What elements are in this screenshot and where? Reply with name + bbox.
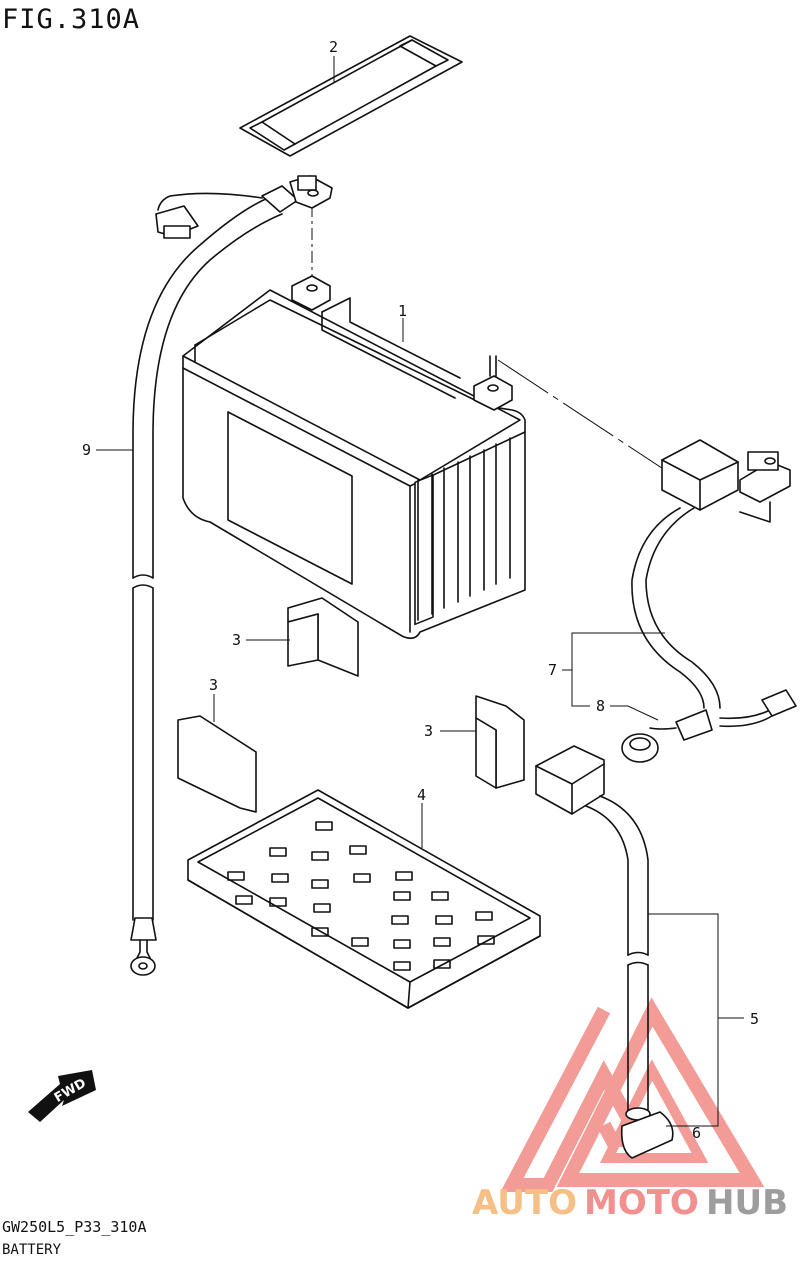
callout-1: 1 <box>398 302 407 320</box>
positive-cable <box>621 439 797 763</box>
watermark-triangle-right <box>556 997 765 1187</box>
callout-6: 6 <box>692 1124 701 1142</box>
callout-3-left: 3 <box>209 676 218 694</box>
spacer-pad-right <box>475 695 525 789</box>
callout-3-upper: 3 <box>232 631 241 649</box>
negative-cable <box>130 175 333 976</box>
battery-band <box>239 35 463 157</box>
callout-leaders <box>96 56 744 1127</box>
watermark-hub: HUB <box>706 1183 788 1223</box>
fwd-arrow: FWD <box>28 1070 96 1122</box>
battery <box>182 275 526 640</box>
watermark-moto: MOTO <box>584 1183 699 1223</box>
tray-slots <box>227 821 495 971</box>
callout-4: 4 <box>417 786 426 804</box>
spacer-pad-upper <box>287 597 359 677</box>
battery-tray <box>187 789 541 1009</box>
lower-cable <box>535 745 674 1159</box>
spacer-pad-left <box>177 715 257 813</box>
callout-numbers: 1 2 3 3 3 4 5 6 7 8 9 <box>82 38 759 1142</box>
callout-2: 2 <box>329 38 338 56</box>
figure-label: FIG.310A <box>2 4 141 35</box>
callout-9: 9 <box>82 441 91 459</box>
callout-8: 8 <box>596 697 605 715</box>
callout-3-right: 3 <box>424 722 433 740</box>
watermark-text: AUTO MOTO HUB <box>472 1183 788 1223</box>
callout-7: 7 <box>548 661 557 679</box>
diagram-code: GW250L5_P33_310A <box>2 1218 147 1236</box>
callout-5: 5 <box>750 1010 759 1028</box>
diagram-name: BATTERY <box>2 1242 62 1258</box>
watermark-auto: AUTO <box>472 1183 577 1223</box>
